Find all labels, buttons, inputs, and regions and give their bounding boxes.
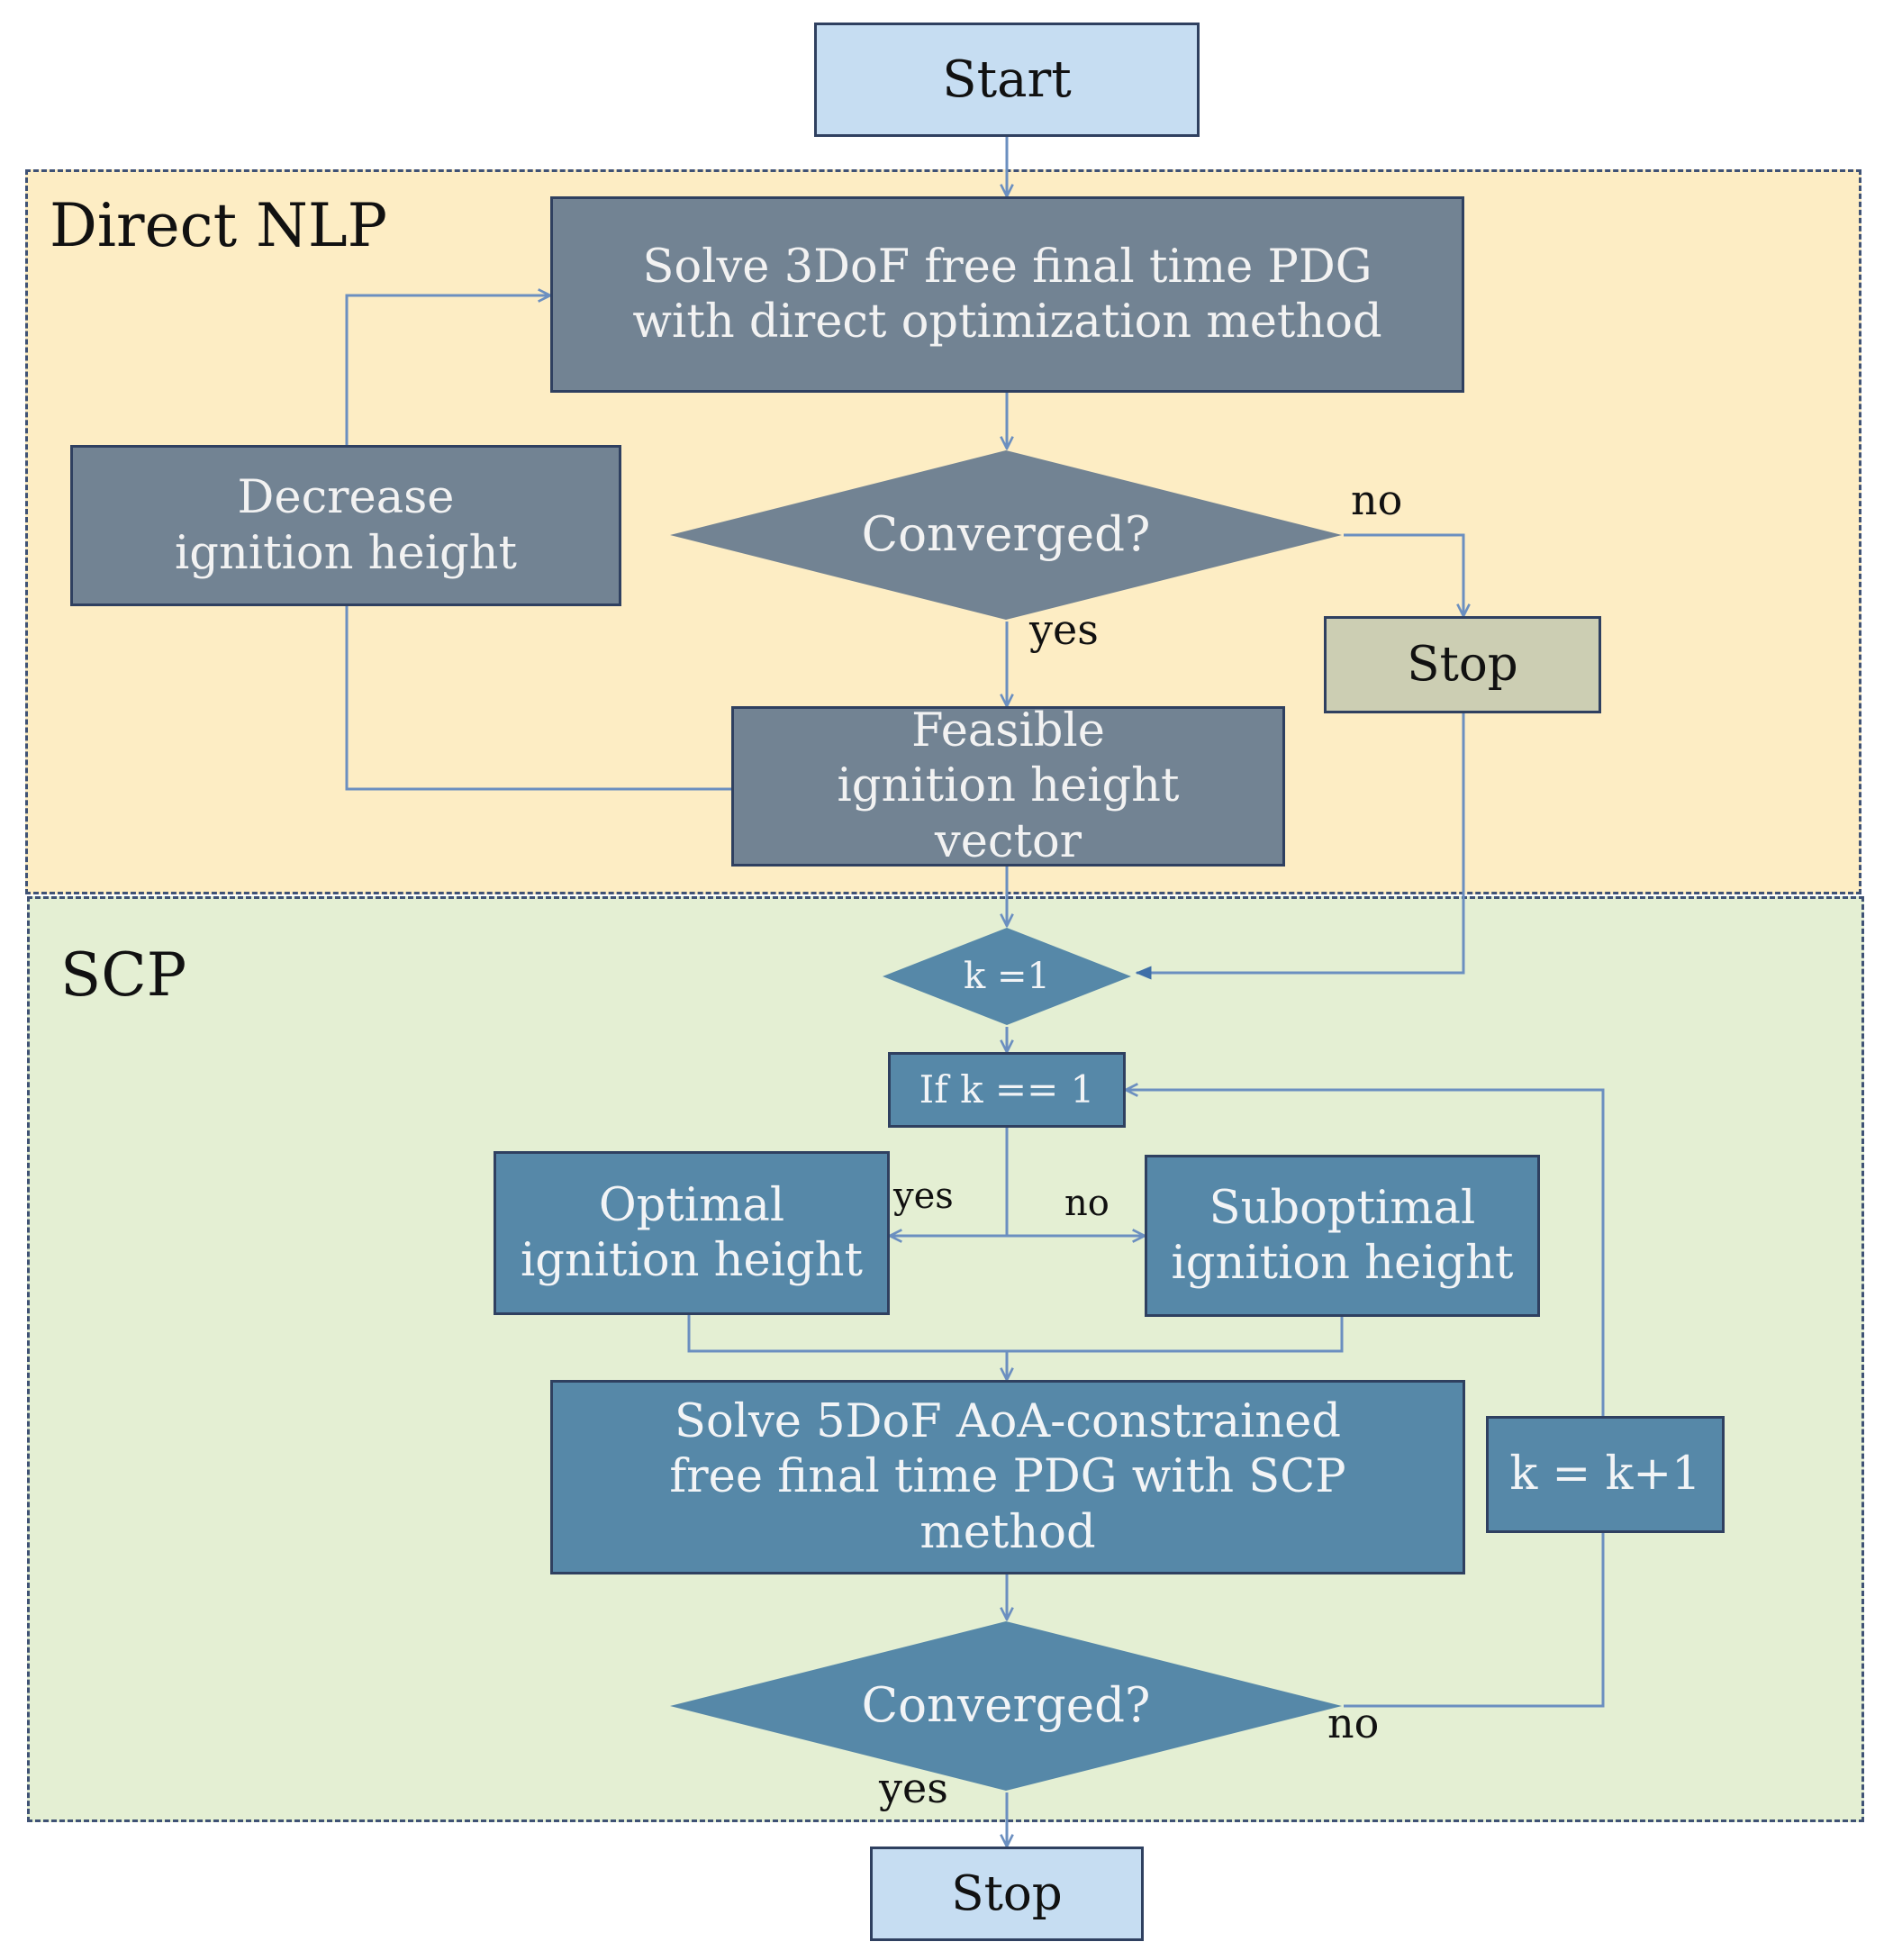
- k-init-label: k =1: [964, 956, 1050, 997]
- converged-2-no-label: no: [1327, 1699, 1380, 1747]
- converged-2-yes-label: yes: [879, 1764, 948, 1812]
- decrease-height-node: Decrease ignition height: [70, 445, 621, 606]
- solve-5dof-node: Solve 5DoF AoA-constrained free final ti…: [550, 1380, 1465, 1574]
- direct-nlp-label: Direct NLP: [50, 191, 388, 260]
- converged-1-no-label: no: [1351, 476, 1403, 524]
- edge-optimal-to-solve5dof: [687, 1315, 1007, 1380]
- edge-converged1-no-to-stop: [1344, 533, 1463, 616]
- edge-feasible-to-decrease: [345, 606, 731, 791]
- k-init-diamond: k =1: [881, 926, 1133, 1027]
- converged-1-yes-label: yes: [1029, 605, 1099, 654]
- if-k-yes-label: yes: [893, 1175, 954, 1217]
- stop-final-node: Stop: [870, 1847, 1144, 1941]
- converged-1-label: Converged?: [861, 507, 1151, 563]
- edge-kincrement-to-ifk: [1126, 1090, 1605, 1416]
- start-node: Start: [814, 23, 1200, 137]
- edge-converged2-no-to-kincrement: [1344, 1533, 1605, 1708]
- converged-2-diamond: Converged?: [668, 1620, 1344, 1792]
- solve-3dof-node: Solve 3DoF free final time PDG with dire…: [550, 196, 1464, 393]
- k-increment-node: k = k+1: [1486, 1416, 1725, 1533]
- edge-suboptimal-to-solve5dof: [1007, 1317, 1344, 1353]
- edge-decrease-to-solve3dof: [345, 295, 550, 445]
- if-k-node: If k == 1: [888, 1052, 1126, 1128]
- feasible-vector-node: Feasible ignition height vector: [731, 704, 1285, 868]
- optimal-height-node: Optimal ignition height: [494, 1151, 890, 1315]
- converged-1-diamond: Converged?: [668, 449, 1344, 622]
- scp-label: SCP: [60, 940, 187, 1010]
- stop-nlp-node: Stop: [1324, 616, 1601, 713]
- suboptimal-height-node: Suboptimal ignition height: [1145, 1155, 1540, 1317]
- converged-2-label: Converged?: [861, 1678, 1151, 1734]
- edge-stop-to-kinit: [1135, 713, 1465, 980]
- if-k-no-label: no: [1064, 1183, 1110, 1224]
